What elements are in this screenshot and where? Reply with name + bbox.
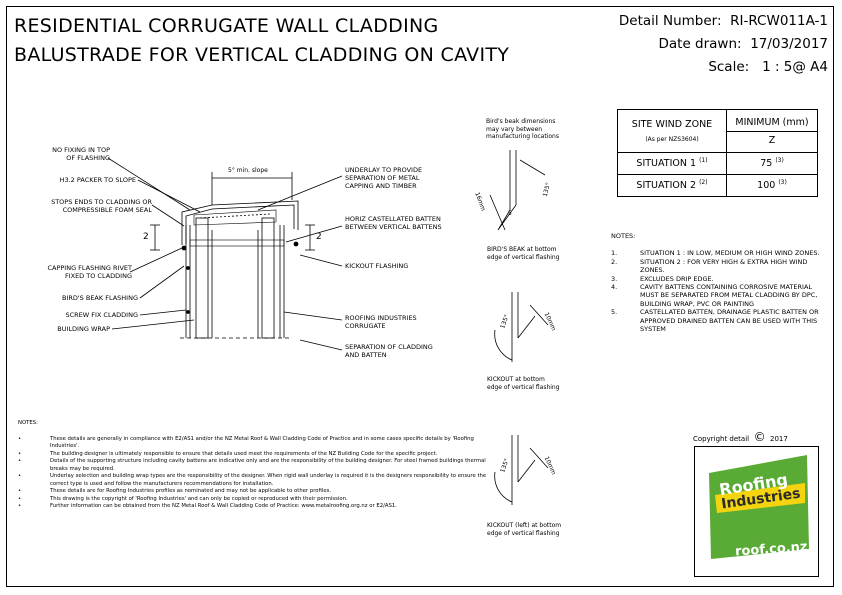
note-right-3: 3.EXCLUDES DRIP EDGE. [611,274,714,283]
title-line-1: RESIDENTIAL CORRUGATE WALL CLADDING [14,15,439,37]
label-packer: H3.2 PACKER TO SLOPE [59,176,136,184]
notes-right: NOTES: 1.SITUATION 1 : IN LOW, MEDIUM OR… [611,232,832,333]
scale-value: 1 : 5@ A4 [762,59,828,75]
detail-number-label: Detail Number: [618,13,722,29]
kickout-left-caption: KICKOUT (left) at bottom edge of vertica… [487,522,562,537]
kickout-caption: KICKOUT at bottom edge of vertical flash… [487,376,560,391]
notes-bottom-heading: NOTES: [18,420,38,426]
notes-bottom: NOTES: •These details are generally in c… [18,420,490,511]
note-right-1: 1.SITUATION 1 : IN LOW, MEDIUM OR HIGH W… [611,249,820,258]
birds-beak-caption: BIRD'S BEAK at bottom edge of vertical f… [487,246,560,261]
notes-right-heading: NOTES: [611,232,636,240]
slope-note: 5° min. slope [228,167,268,174]
roofing-industries-logo: Roofing Industries roof.co.nz [694,446,819,577]
note-bottom-1: •These details are generally in complian… [18,435,474,450]
dim-right: 2 [316,232,322,242]
label-birds-beak: BIRD'S BEAK FLASHING [61,294,138,302]
drawing-frame [6,6,834,587]
wind-table-row-2-label: SITUATION 2 (2) [617,174,727,197]
note-bottom-2: •The building designer is ultimately res… [18,450,438,457]
wind-table-header-zone: SITE WIND ZONE (As per NZS3604) [617,109,727,153]
label-no-fixing: NO FIXING IN TOP OF FLASHING [52,146,110,162]
rivet-right [293,241,299,247]
label-stop-ends: STOPS ENDS TO CLADDING OR COMPRESSIBLE F… [51,198,152,214]
wind-zone-table: SITE WIND ZONE (As per NZS3604) MINIMUM … [617,109,818,197]
note-bottom-3: •Details of the supporting structure inc… [18,458,486,472]
dim-left: 2 [143,232,149,242]
wind-table-row-1-label: SITUATION 1 (1) [617,152,727,175]
title-line-2: BALUSTRADE FOR VERTICAL CLADDING ON CAVI… [14,44,510,66]
wind-table-row-2-value: 100 (3) [726,174,818,197]
logo-graphic [709,455,809,559]
copyright-symbol: © [753,430,766,444]
label-separation: SEPARATION OF CLADDING AND BATTEN [345,343,433,359]
note-bottom-7: •Further information can be obtained fro… [18,503,397,509]
horizontal-batten [189,239,285,247]
label-building-wrap: BUILDING WRAP [57,325,110,333]
label-kickout: KICKOUT FLASHING [345,262,409,270]
scale-label: Scale: [708,59,750,75]
note-bottom-4: •Underlay selection and building wrap ty… [18,473,487,487]
detail-number: Detail Number: RI-RCW011A-1 [619,13,828,29]
label-screw-fix: SCREW FIX CLADDING [65,311,138,319]
wind-table-row-1-value: 75 (3) [726,152,818,175]
birds-beak-note: Bird's beak dimensions may vary between … [486,118,559,140]
note-bottom-5: •These details are for Roofing Industrie… [18,488,332,494]
label-underlay: UNDERLAY TO PROVIDE SEPARATION OF METAL … [345,166,423,190]
label-capping-rivet: CAPPING FLASHING RIVET FIXED TO CLADDING [47,264,132,280]
copyright: Copyright detail © 2017 [693,430,788,444]
date-drawn: Date drawn: 17/03/2017 [658,36,828,52]
note-right-5: 5.CASTELLATED BATTEN, DRAINAGE PLASTIC B… [611,308,819,334]
note-right-2: 2.SITUATION 2 : FOR VERY HIGH & EXTRA HI… [611,257,808,275]
note-bottom-6: •This drawing is the copyright of 'Roofi… [18,495,348,502]
label-horiz-batten: HORIZ CASTELLATED BATTEN BETWEEN VERTICA… [345,215,442,231]
wind-table-header-min: MINIMUM (mm) Z [726,109,818,153]
note-right-4: 4.CAVITY BATTENS CONTAINING CORROSIVE MA… [611,283,818,308]
label-corrugate: ROOFING INDUSTRIES CORRUGATE [345,314,417,330]
date-label: Date drawn: [658,36,742,52]
date-value: 17/03/2017 [750,36,828,52]
scale: Scale: 1 : 5@ A4 [708,59,828,75]
bb-dim-c: 5 [508,210,512,217]
detail-number-value: RI-RCW011A-1 [730,13,828,29]
